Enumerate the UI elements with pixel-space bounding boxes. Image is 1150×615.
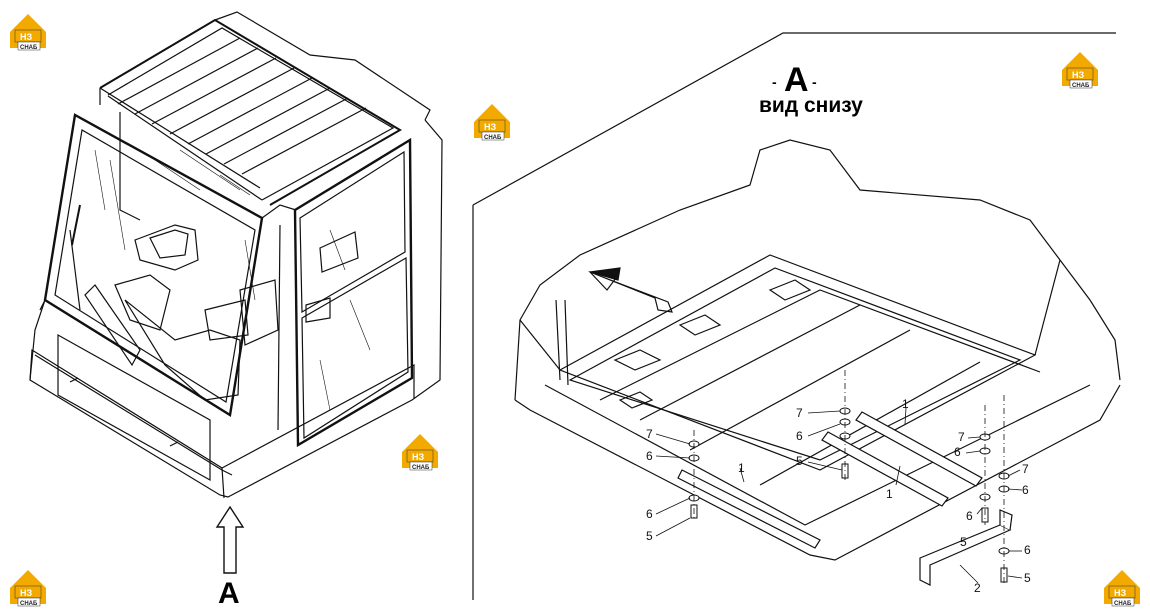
view-arrow (215, 505, 245, 574)
view-marker-label: A (218, 577, 240, 610)
callout-5: 5 (1024, 571, 1031, 585)
callout-1: 1 (886, 487, 893, 501)
svg-text:СНАБ: СНАБ (20, 45, 38, 51)
callout-6: 6 (1022, 483, 1029, 497)
callout-2: 2 (974, 581, 981, 595)
logo-bottom-right: НЗ СНАБ (1103, 569, 1141, 607)
svg-text:СНАБ: СНАБ (20, 601, 38, 607)
logo-bottom-left: НЗ СНАБ (9, 569, 47, 607)
callout-6: 6 (1024, 543, 1031, 557)
callout-6: 6 (796, 429, 803, 443)
callout-6: 6 (646, 449, 653, 463)
view-title-letter: A (784, 61, 809, 99)
svg-text:СНАБ: СНАБ (484, 135, 502, 141)
svg-text:НЗ: НЗ (20, 588, 32, 598)
callout-7: 7 (796, 406, 803, 420)
svg-text:НЗ: НЗ (412, 452, 424, 462)
logo-mid-left: НЗ СНАБ (473, 103, 511, 141)
callout-5: 5 (646, 529, 653, 543)
callout-5: 5 (960, 535, 967, 549)
svg-text:НЗ: НЗ (484, 122, 496, 132)
svg-text:СНАБ: СНАБ (412, 465, 430, 471)
view-title-dash-left: - (772, 74, 777, 90)
svg-text:НЗ: НЗ (20, 32, 32, 42)
callout-1: 1 (738, 461, 745, 475)
callout-7: 7 (646, 427, 653, 441)
logo-top-right: НЗ СНАБ (1061, 51, 1099, 89)
callout-labels: 7 6 6 5 1 7 6 5 1 1 7 6 6 7 6 6 5 2 5 (646, 397, 1031, 595)
callout-7: 7 (958, 430, 965, 444)
logo-center: НЗ СНАБ (401, 433, 439, 471)
logo-top-left: НЗ СНАБ (9, 13, 47, 51)
svg-text:СНАБ: СНАБ (1114, 601, 1132, 607)
callout-1: 1 (902, 397, 909, 411)
section-frame (472, 32, 1116, 600)
callout-6: 6 (954, 445, 961, 459)
callout-5: 5 (796, 454, 803, 468)
svg-text:НЗ: НЗ (1114, 588, 1126, 598)
view-title-dash-right: - (812, 74, 817, 90)
svg-text:НЗ: НЗ (1072, 70, 1084, 80)
callout-6: 6 (966, 509, 973, 523)
bracket-strips (677, 411, 1013, 586)
leader-lines (655, 407, 1023, 584)
axis-lines (693, 370, 1005, 585)
underside-drawing (514, 139, 1121, 561)
svg-text:СНАБ: СНАБ (1072, 83, 1090, 89)
view-title-caption: вид снизу (759, 94, 863, 117)
cab-drawing (29, 11, 443, 499)
callout-7: 7 (1022, 462, 1029, 476)
callout-6: 6 (646, 507, 653, 521)
